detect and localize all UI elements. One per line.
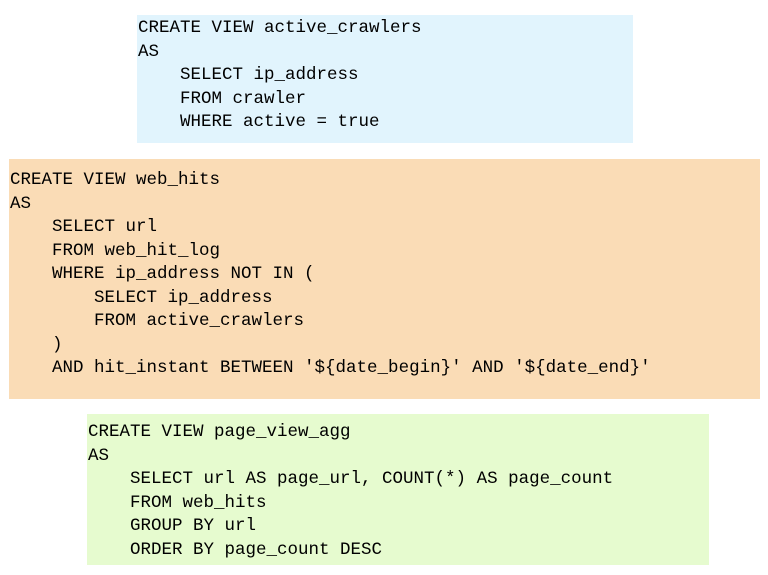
code-line: SELECT url AS page_url, COUNT(*) AS page… (88, 469, 614, 489)
code-line: WHERE ip_address NOT IN ( (10, 264, 315, 284)
code-line: FROM web_hits (88, 492, 267, 513)
code-line: ORDER BY page_count DESC (88, 539, 383, 560)
code-line: CREATE VIEW web_hits (10, 170, 221, 190)
code-line: FROM crawler (138, 88, 307, 109)
code-line: AS (10, 193, 32, 214)
code-line: CREATE VIEW active_crawlers (138, 18, 422, 38)
code-line: GROUP BY url (88, 516, 257, 536)
code-line: FROM active_crawlers (10, 311, 305, 331)
code-line: AS (138, 41, 160, 62)
code-line: AS (88, 445, 110, 466)
code-line: SELECT ip_address (138, 65, 359, 85)
code-line: SELECT url (10, 217, 158, 237)
code-line: WHERE active = true (138, 112, 380, 132)
code-line: AND hit_instant BETWEEN '${date_begin}' … (10, 358, 651, 378)
code-line: CREATE VIEW page_view_agg (88, 422, 351, 442)
code-line: ) (10, 334, 63, 355)
code-line: FROM web_hit_log (10, 240, 221, 261)
code-line: SELECT ip_address (10, 287, 273, 308)
